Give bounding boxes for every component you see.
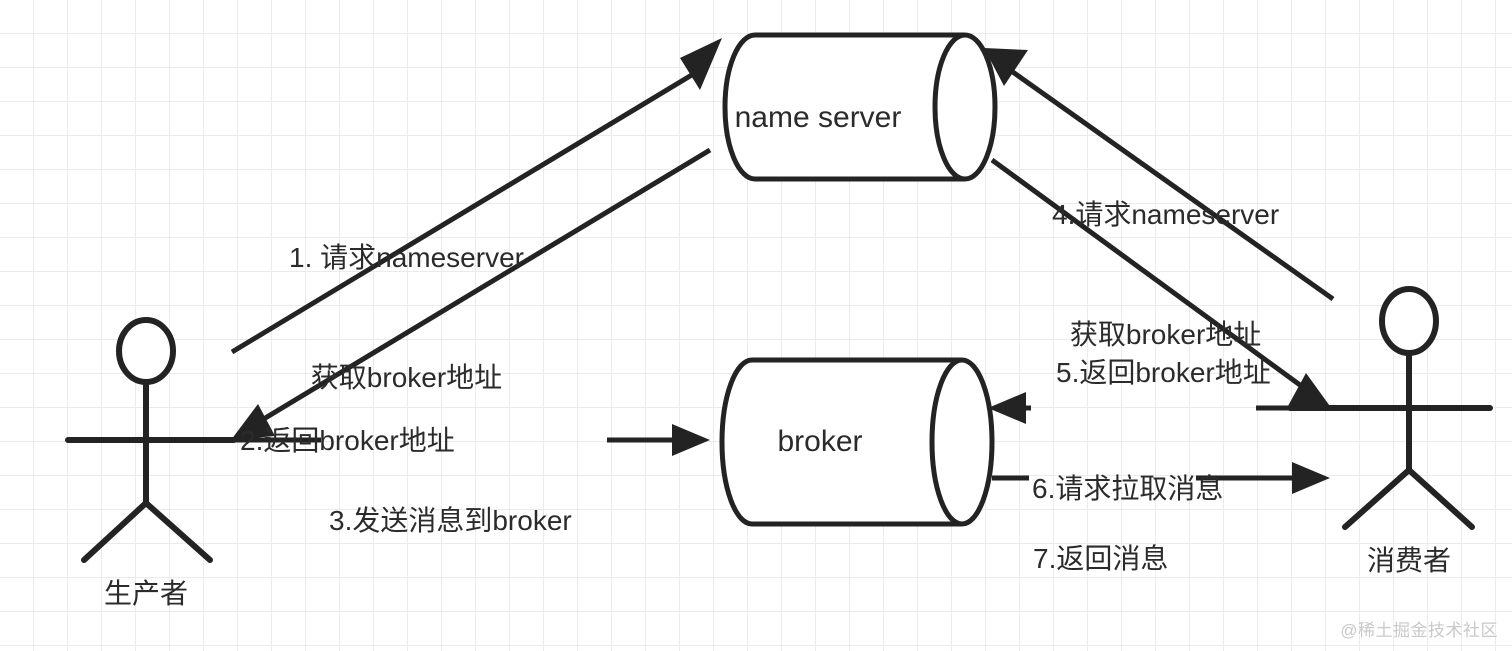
arrowhead-edge-1: [680, 38, 722, 90]
actor-consumer[interactable]: 消费者: [1287, 286, 1493, 576]
consumer-head-icon: [1379, 286, 1439, 356]
producer-leg-left: [81, 500, 149, 563]
node-broker[interactable]: broker: [719, 357, 995, 527]
node-name-server-label: name server: [735, 101, 902, 134]
watermark: @稀土掘金技术社区: [1340, 621, 1498, 640]
edge-2-return-broker-address: [231, 147, 712, 440]
edge-1-request-nameserver: [230, 38, 722, 355]
edge-2-label: 2.返回broker地址: [240, 341, 455, 541]
edge-7-return-message: [992, 462, 1330, 494]
consumer-leg-left: [1342, 467, 1412, 530]
edge-3-label-line1: 3.发送消息到broker: [329, 505, 572, 536]
actor-consumer-label: 消费者: [1367, 545, 1451, 576]
edge-7-label: 7.返回消息: [1033, 459, 1168, 651]
node-broker-label: broker: [777, 425, 862, 458]
edge-4-label-line2: 获取broker地址: [1069, 319, 1262, 350]
edge-5-label-line1: 5.返回broker地址: [1056, 357, 1271, 388]
edge-7-label-line1: 7.返回消息: [1033, 543, 1169, 574]
edge-1-label-line1: 1. 请求nameserver: [289, 242, 524, 273]
edge-4-label: 4.请求nameserver 获取broker地址: [1052, 115, 1279, 435]
producer-head-icon: [116, 317, 176, 385]
node-name-server[interactable]: name server: [722, 32, 998, 182]
edge-4-label-line1: 4.请求nameserver: [1052, 199, 1280, 230]
arrowhead-edge-7: [1292, 462, 1330, 494]
arrowhead-edge-5: [1288, 373, 1332, 409]
producer-leg-right: [143, 500, 213, 563]
edge-6-label: 6.请求拉取消息: [1032, 389, 1223, 589]
edge-4-request-nameserver: [984, 48, 1335, 302]
edge-5-return-broker-address: [990, 157, 1332, 409]
consumer-leg-right: [1406, 467, 1475, 530]
edge-6-label-line1: 6.请求拉取消息: [1032, 473, 1224, 504]
arrowhead-edge-3: [672, 424, 710, 456]
edge-2-label-line1: 2.返回broker地址: [240, 425, 455, 456]
edge-1-label: 1. 请求nameserver 获取broker地址: [289, 158, 524, 478]
edge-1-label-line2: 获取broker地址: [310, 362, 503, 393]
edge-3-label: 3.发送消息到broker: [329, 421, 572, 621]
arrowhead-edge-6: [988, 392, 1026, 424]
arrowhead-edge-4: [984, 48, 1028, 86]
edge-5-label: 5.返回broker地址: [1056, 273, 1271, 473]
actor-producer[interactable]: 生产者: [65, 317, 237, 609]
arrowhead-edge-2: [231, 404, 275, 440]
actor-producer-label: 生产者: [104, 578, 188, 609]
edge-3-send-message-to-broker: [236, 424, 710, 456]
